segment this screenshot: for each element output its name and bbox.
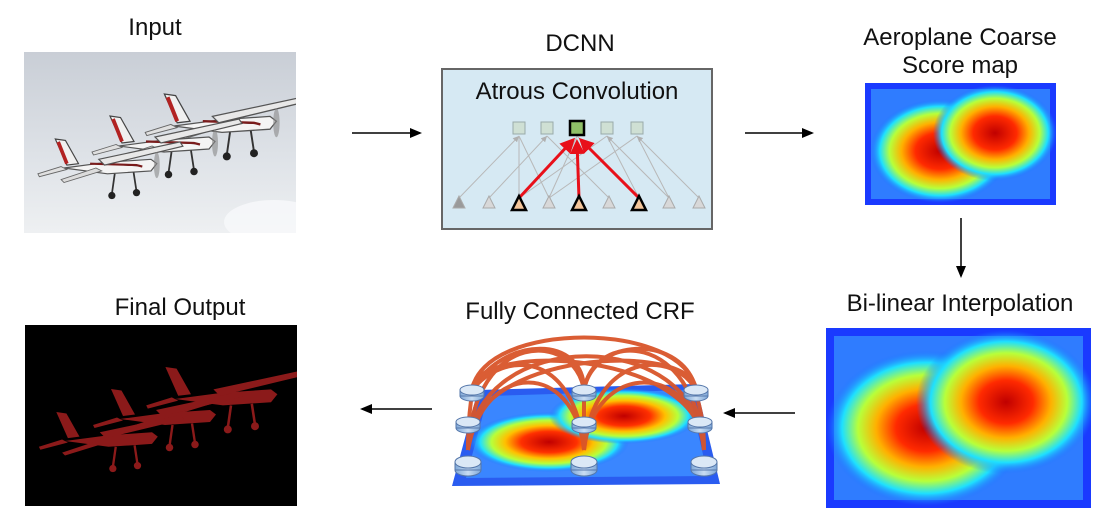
crf-node <box>570 455 598 477</box>
atrous-network-diagram <box>452 119 706 212</box>
final-label: Final Output <box>114 294 246 321</box>
crf-graph <box>444 330 726 490</box>
input-label: Input <box>128 14 182 41</box>
final-output-image <box>25 325 297 506</box>
crf-label: Fully Connected CRF <box>465 298 695 325</box>
crf-node <box>690 455 718 477</box>
crf-node <box>459 384 485 402</box>
atrous-convolution-title: Atrous Convolution <box>475 78 679 105</box>
bilinear-heatmap <box>826 328 1091 508</box>
coarse-score-map <box>865 83 1056 205</box>
crf-node <box>454 455 482 477</box>
crf-node <box>455 416 481 434</box>
bilinear-label: Bi-linear Interpolation <box>846 290 1074 317</box>
crf-node <box>687 416 713 434</box>
dcnn-label: DCNN <box>545 30 615 57</box>
crf-node <box>571 384 597 402</box>
coarse-label-line1: Aeroplane Coarse <box>863 24 1057 51</box>
dcnn-box: Atrous Convolution <box>441 68 713 230</box>
crf-node <box>683 384 709 402</box>
coarse-label-line2: Score map <box>901 52 1019 79</box>
crf-node <box>571 416 597 434</box>
input-image <box>24 52 296 233</box>
